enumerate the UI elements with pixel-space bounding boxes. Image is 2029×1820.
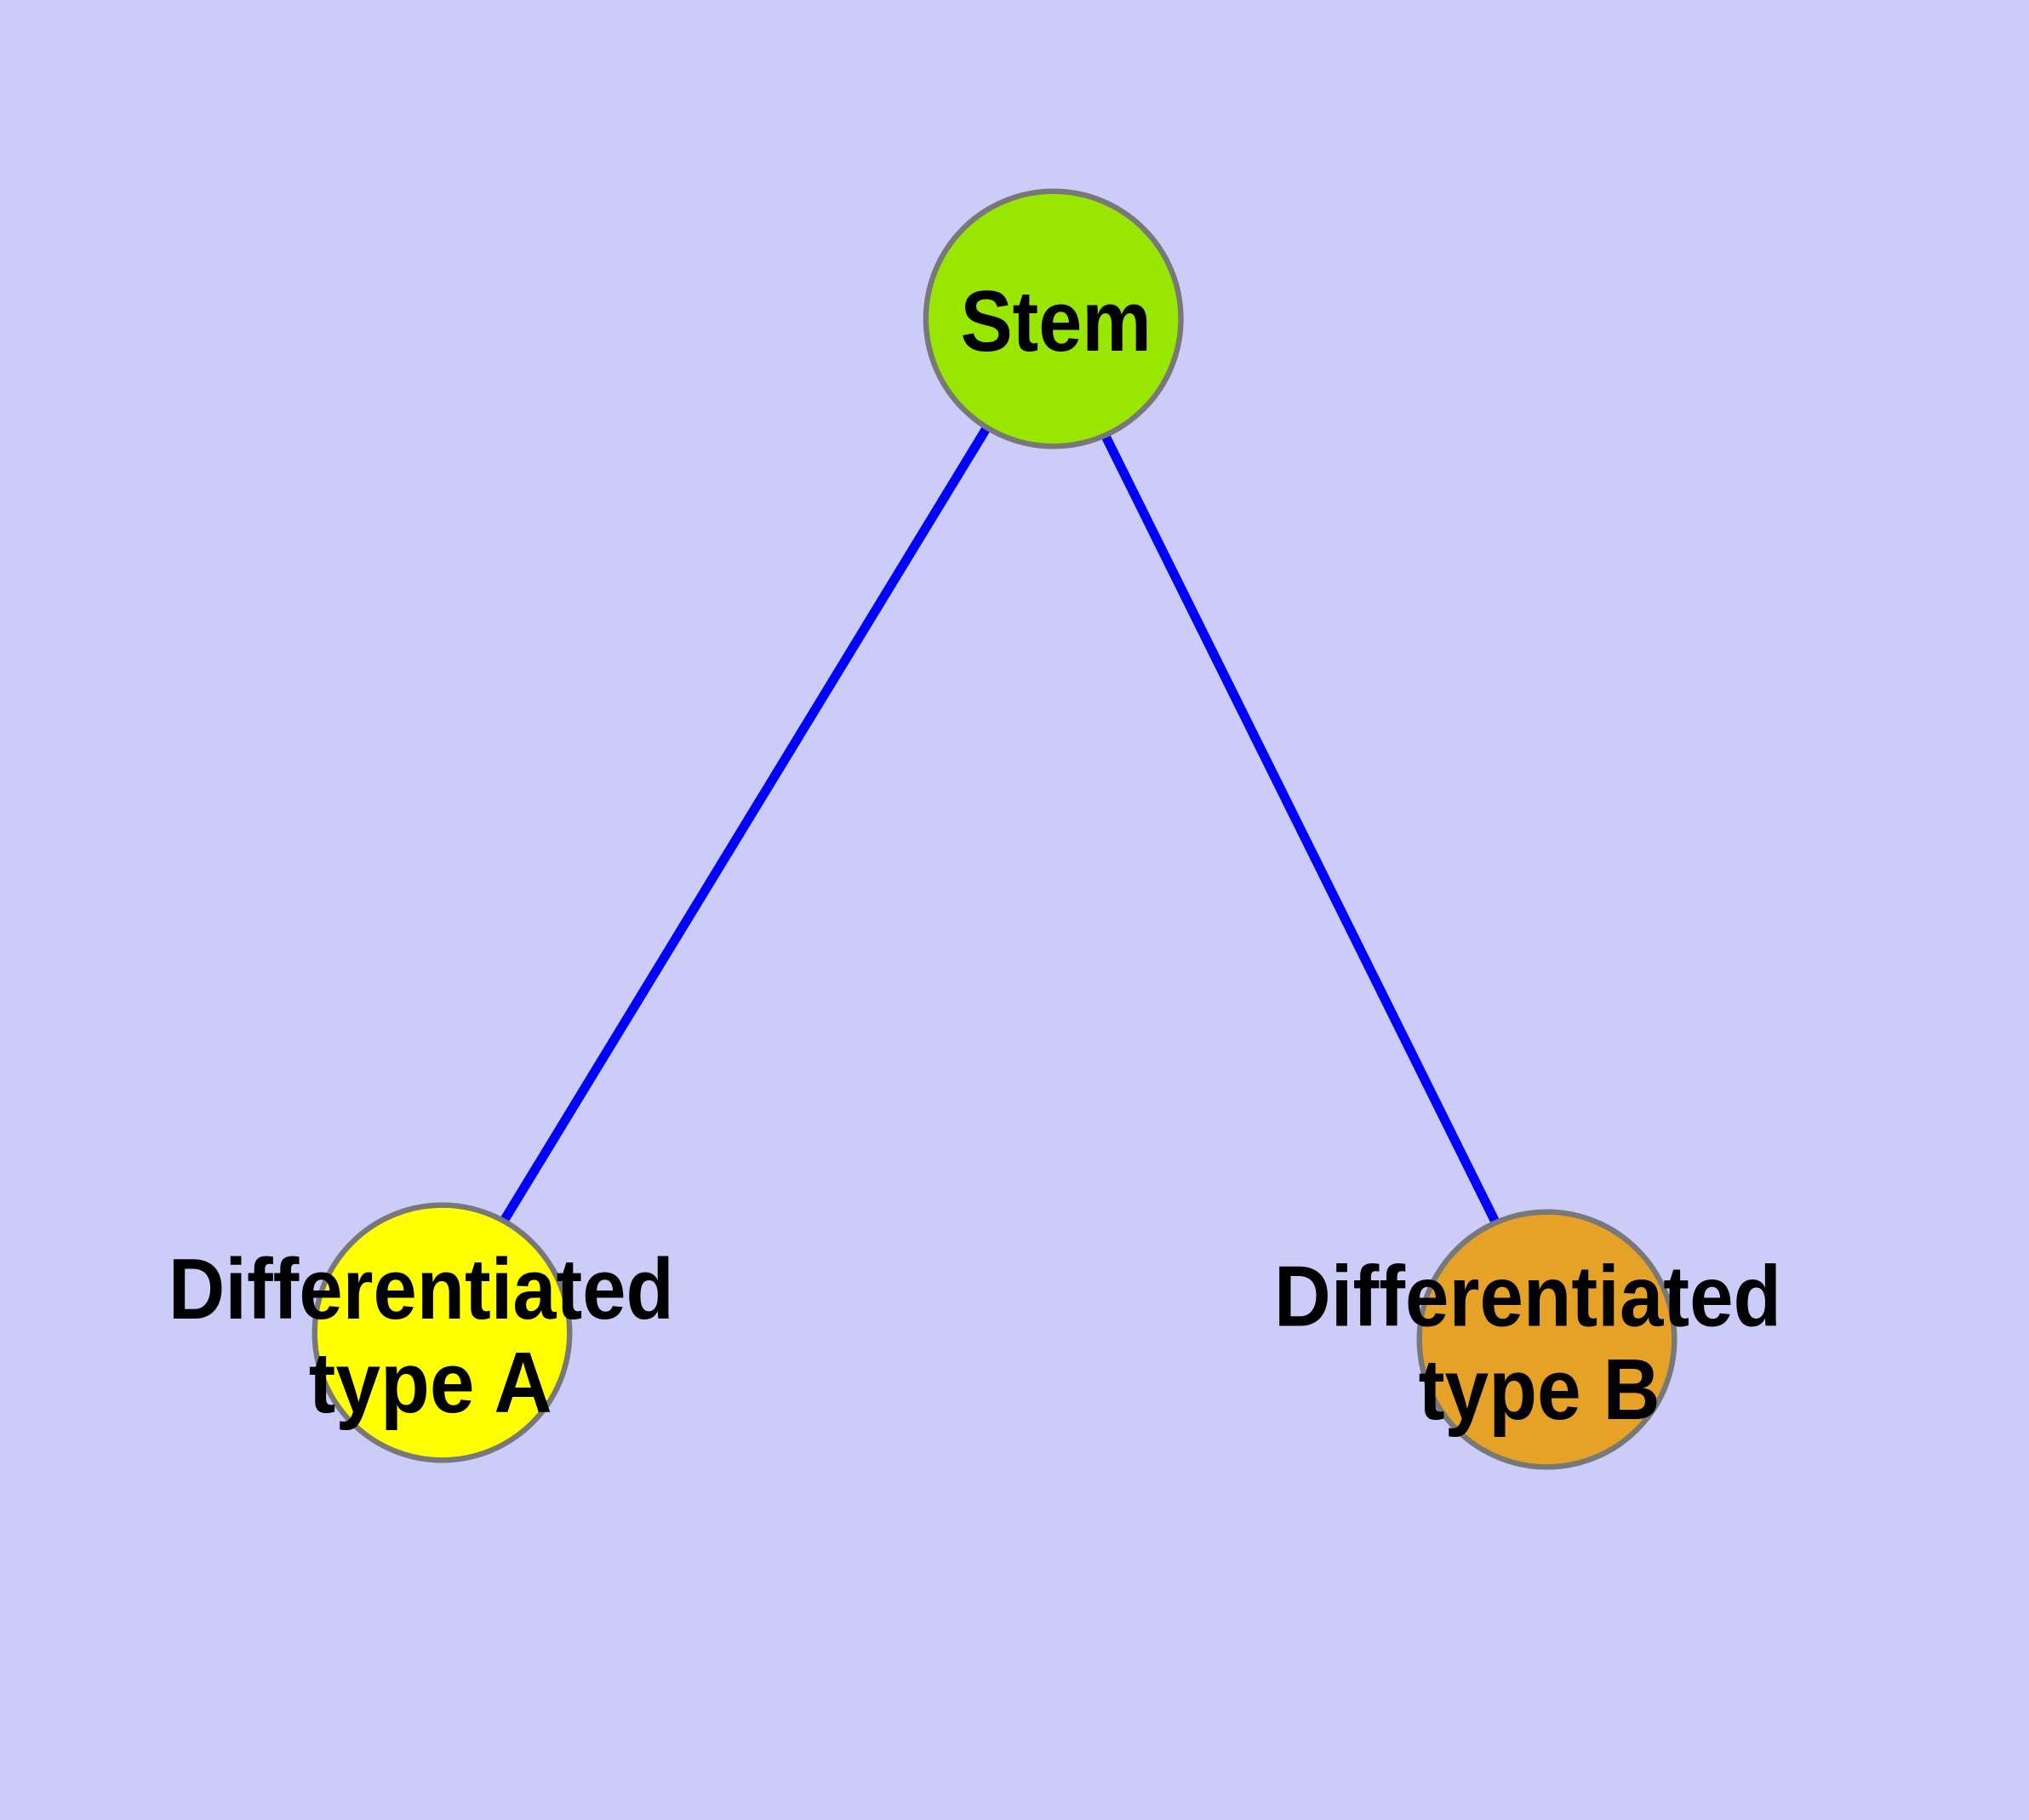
svg-text:Differentiated: Differentiated (169, 1242, 674, 1337)
svg-text:type A: type A (309, 1336, 552, 1431)
svg-text:Stem: Stem (960, 274, 1152, 369)
svg-text:type B: type B (1419, 1342, 1660, 1438)
svg-text:Differentiated: Differentiated (1274, 1250, 1781, 1345)
